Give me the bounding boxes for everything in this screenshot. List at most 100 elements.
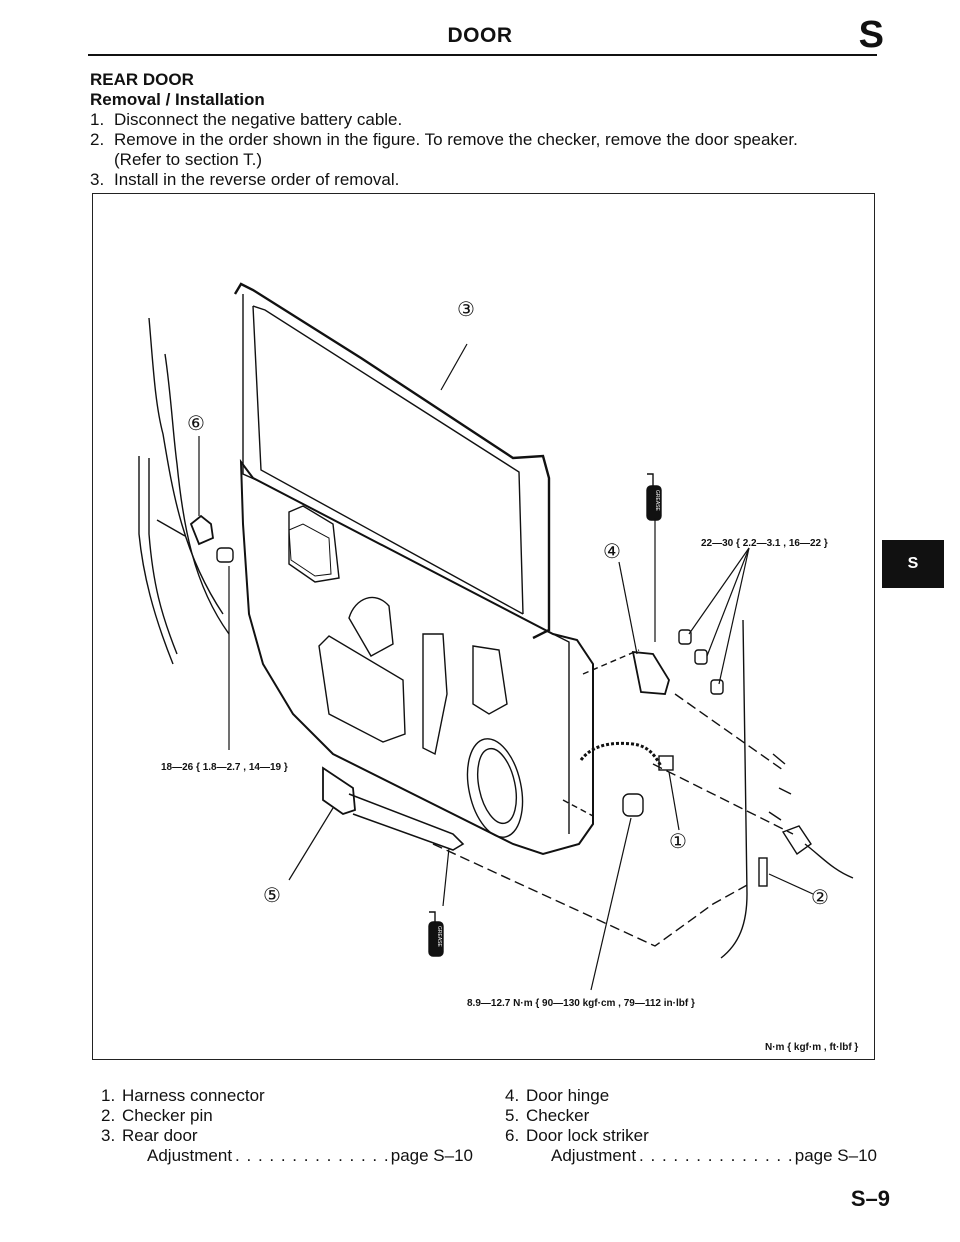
- body-pillar-line: [138, 456, 174, 665]
- body-pillar-line: [148, 458, 178, 655]
- step-item: 3. Install in the reverse order of remov…: [90, 170, 880, 190]
- step-text: Disconnect the negative battery cable.: [114, 110, 403, 129]
- page-reference-link[interactable]: page S–10: [794, 1146, 877, 1165]
- step-item: 1. Disconnect the negative battery cable…: [90, 110, 880, 130]
- step-number: 1.: [90, 110, 105, 129]
- legend-number: 6.: [505, 1126, 520, 1145]
- door-window-pillar: [242, 294, 262, 483]
- striker-line: [156, 519, 186, 537]
- panel-cutout: [348, 596, 394, 657]
- section-tab[interactable]: S: [882, 540, 944, 588]
- legend-item: 1. Harness connector: [101, 1086, 473, 1106]
- grease-bottle-label: GREASE: [654, 490, 660, 512]
- legend-number: 4.: [505, 1086, 520, 1105]
- body-connector: [781, 825, 812, 855]
- body-pillar-line: [148, 317, 224, 615]
- parts-legend-right: 4. Door hinge 5. Checker 6. Door lock st…: [505, 1086, 877, 1166]
- adjustment-label: Adjustment: [551, 1146, 637, 1165]
- callout-1: ①: [669, 829, 687, 853]
- torque-label-striker: 18—26 { 1.8—2.7 , 14—19 }: [161, 762, 288, 773]
- leader-line: [442, 847, 450, 907]
- leader-line: [590, 817, 632, 991]
- panel-cutout: [472, 645, 508, 715]
- legend-item: 3. Rear door: [101, 1126, 473, 1146]
- leader-dots: [636, 1146, 795, 1166]
- body-pillar-right: [720, 619, 748, 959]
- grease-bottle-label: GREASE: [436, 926, 442, 948]
- section-letter: S: [858, 14, 884, 56]
- step-item: 2. Remove in the order shown in the figu…: [90, 130, 880, 170]
- step-number: 3.: [90, 170, 105, 189]
- legend-label: Checker pin: [122, 1106, 213, 1125]
- callout-5: ⑤: [263, 883, 281, 907]
- section-heading: REAR DOOR: [90, 70, 194, 89]
- legend-item: 4. Door hinge: [505, 1086, 877, 1106]
- body-pillar-line: [164, 353, 230, 635]
- harness-wire: [579, 741, 663, 767]
- intro-block: REAR DOOR Removal / Installation 1. Disc…: [90, 70, 880, 190]
- connector-grommet: [622, 793, 644, 817]
- hinge-bolt: [694, 649, 708, 665]
- leader-line: [288, 807, 334, 881]
- page-reference-link[interactable]: page S–10: [390, 1146, 473, 1165]
- door-hinge-part: [631, 650, 670, 695]
- panel-cutout: [422, 633, 448, 756]
- adjustment-label: Adjustment: [147, 1146, 233, 1165]
- step-text: Install in the reverse order of removal.: [114, 170, 400, 189]
- legend-label: Rear door: [122, 1126, 198, 1145]
- checker-arm: [348, 793, 465, 851]
- legend-item: 2. Checker pin: [101, 1106, 473, 1126]
- page-number: S–9: [850, 1186, 890, 1211]
- leader-line: [718, 547, 750, 685]
- panel-cutout-inner: [288, 523, 332, 577]
- window-glass-edge: [252, 305, 524, 615]
- legend-label: Door hinge: [526, 1086, 610, 1105]
- callout-3: ③: [457, 297, 475, 321]
- callout-4: ④: [603, 539, 621, 563]
- checker-part: [322, 766, 356, 815]
- adjustment-reference: Adjustment page S–10: [101, 1146, 473, 1166]
- grease-bottle-nozzle: [429, 911, 436, 922]
- panel-cutout: [318, 635, 406, 743]
- hinge-bolt: [678, 629, 692, 645]
- door-window-frame: [233, 282, 551, 640]
- legend-item: 5. Checker: [505, 1106, 877, 1126]
- leader-line: [768, 873, 814, 895]
- step-note: (Refer to section T.): [114, 150, 263, 169]
- hinge-dash-line: [582, 649, 640, 675]
- units-note: N·m { kgf·m , ft·lbf }: [765, 1042, 858, 1053]
- body-fastener-marks: [768, 753, 792, 821]
- legend-number: 3.: [101, 1126, 116, 1145]
- door-diagram-svg: ③ ⑥ ④ ① ② ⑤ 22—30 { 2.2—3.1 , 16—22 } 18…: [138, 282, 858, 1053]
- leader-dots: [232, 1146, 391, 1166]
- legend-label: Checker: [526, 1106, 590, 1125]
- harness-dash-line: [652, 763, 794, 835]
- install-dash-line: [432, 843, 750, 947]
- striker-part: [189, 514, 214, 546]
- speaker-opening-inner: [477, 747, 517, 825]
- torque-label-checker: 8.9—12.7 N·m { 90—130 kgf·cm , 79—112 in…: [467, 998, 695, 1009]
- page-header-title: DOOR: [447, 24, 513, 47]
- callout-6: ⑥: [187, 411, 205, 435]
- checker-pin: [758, 857, 768, 887]
- legend-number: 5.: [505, 1106, 520, 1125]
- hinge-dash-line: [674, 693, 784, 771]
- legend-item: 6. Door lock striker: [505, 1126, 877, 1146]
- leader-line: [688, 547, 750, 635]
- leader-line: [440, 343, 468, 391]
- grease-bottle-nozzle: [647, 473, 654, 486]
- parts-legend-left: 1. Harness connector 2. Checker pin 3. R…: [101, 1086, 473, 1166]
- door-panel-outline: [239, 458, 594, 856]
- speaker-opening: [466, 738, 524, 838]
- leader-line: [618, 561, 638, 655]
- install-dash-line: [562, 799, 594, 817]
- grease-bottle-icon: [646, 485, 662, 521]
- grease-bottle-icon: [428, 921, 444, 957]
- leader-line: [668, 771, 680, 831]
- hinge-bolt: [710, 679, 724, 695]
- legend-label: Door lock striker: [526, 1126, 649, 1145]
- torque-label-hinge: 22—30 { 2.2—3.1 , 16—22 }: [701, 538, 828, 549]
- body-harness: [804, 843, 854, 879]
- legend-label: Harness connector: [122, 1086, 265, 1105]
- leader-line: [706, 547, 750, 657]
